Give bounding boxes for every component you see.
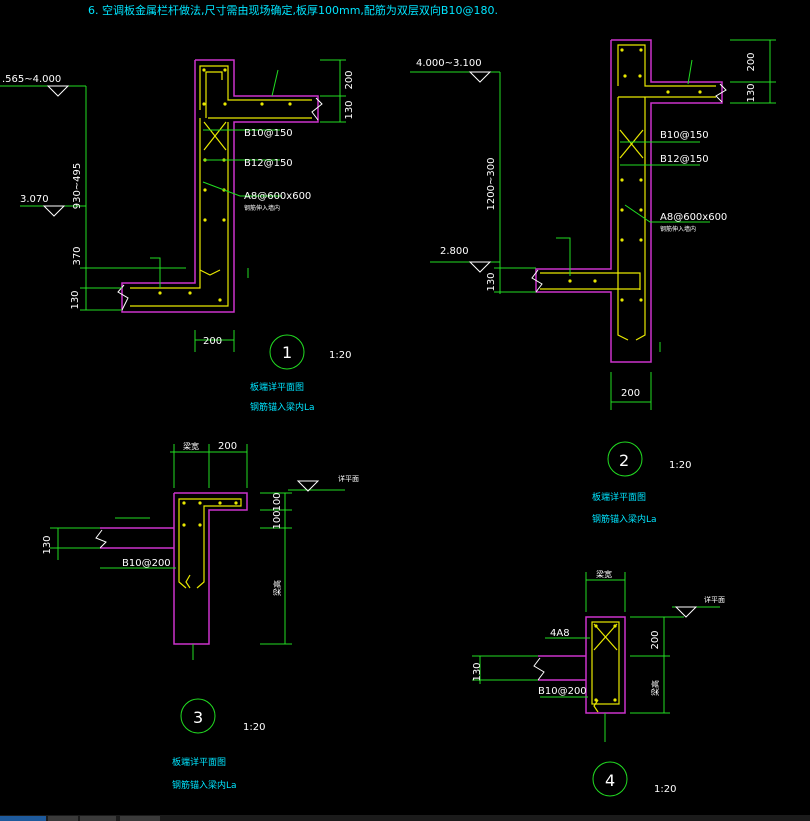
elevation-label: 4.000~3.100 bbox=[416, 58, 482, 69]
dim-lines bbox=[472, 572, 720, 742]
detail-4 bbox=[472, 572, 720, 797]
detail-title: 板端详平面图 bbox=[592, 491, 646, 503]
dim-label: 梁宽 bbox=[183, 441, 199, 451]
elevation-label: .565~4.000 bbox=[2, 74, 61, 85]
break-line bbox=[531, 269, 543, 293]
detail-number-circle bbox=[269, 334, 305, 370]
detail-number: 2 bbox=[619, 451, 629, 470]
rebar-dots bbox=[594, 624, 617, 702]
labels: .565~4.000 3.070 930~495 370 130 200 130… bbox=[2, 52, 757, 795]
dim-lines bbox=[410, 39, 776, 410]
detail-title: 板端详平面图 bbox=[250, 381, 304, 393]
detail-title: 板端详平面图 bbox=[172, 756, 226, 768]
leaders bbox=[556, 59, 710, 352]
rebar-label: B10@150 bbox=[244, 128, 293, 139]
rebar-label: A8@600x600 bbox=[660, 212, 727, 223]
dim-label: 130 bbox=[70, 290, 81, 309]
dim-lines bbox=[50, 444, 345, 660]
taskbar-tab[interactable] bbox=[48, 816, 78, 821]
elev-marker bbox=[46, 85, 70, 97]
detail-number: 1 bbox=[282, 343, 292, 362]
taskbar-tab[interactable] bbox=[0, 816, 46, 821]
dim-label: 200 bbox=[650, 630, 661, 649]
detail-number: 3 bbox=[193, 708, 203, 727]
dim-label: 200 bbox=[344, 70, 355, 89]
scale-label: 1:20 bbox=[654, 784, 676, 795]
detail-number-circle bbox=[592, 761, 628, 797]
break-line bbox=[311, 97, 323, 121]
scale-label: 1:20 bbox=[669, 460, 691, 471]
elev-marker bbox=[674, 606, 698, 618]
detail-subtitle: 钢筋锚入梁内La bbox=[592, 513, 657, 525]
section-outline bbox=[173, 492, 248, 645]
elev-marker bbox=[296, 480, 320, 492]
dim-label: 930~495 bbox=[72, 163, 83, 210]
rebar-lines bbox=[591, 621, 620, 713]
dim-label: 梁宽 bbox=[596, 569, 612, 579]
break-line bbox=[533, 657, 545, 681]
rebar-label: B10@200 bbox=[538, 686, 587, 697]
general-note: 6. 空调板金属栏杆做法,尺寸需由现场确定,板厚100mm,配筋为双层双向B10… bbox=[88, 4, 498, 17]
rebar-lines bbox=[130, 65, 312, 307]
dim-label: 370 bbox=[72, 246, 83, 265]
elevation-label: 2.800 bbox=[440, 246, 469, 257]
dim-label: 100 bbox=[272, 510, 283, 529]
detail-number-circle bbox=[180, 698, 216, 734]
detail-number: 4 bbox=[605, 771, 615, 790]
rebar-label: B12@150 bbox=[244, 158, 293, 169]
dim-label: 梁高 bbox=[272, 580, 282, 596]
rebar-label: B12@150 bbox=[660, 154, 709, 165]
detail-3 bbox=[50, 444, 345, 734]
taskbar-tab[interactable] bbox=[120, 816, 160, 821]
elev-marker bbox=[468, 261, 492, 273]
dim-label: 200 bbox=[218, 441, 237, 452]
elev-marker bbox=[468, 71, 492, 83]
taskbar-tab[interactable] bbox=[80, 816, 116, 821]
detail-2 bbox=[410, 39, 776, 477]
dim-lines bbox=[0, 59, 346, 352]
elevation-label: 3.070 bbox=[20, 194, 49, 205]
detail-subtitle: 钢筋锚入梁内La bbox=[250, 401, 315, 413]
dim-label: 130 bbox=[472, 662, 483, 681]
detail-number-circle bbox=[607, 441, 643, 477]
elev-marker bbox=[42, 205, 66, 217]
dim-label: 130 bbox=[486, 272, 497, 291]
dim-label: 梁高 bbox=[650, 680, 660, 696]
dim-label: 200 bbox=[746, 52, 757, 71]
rebar-lines bbox=[178, 498, 242, 589]
rebar-dots bbox=[568, 48, 702, 302]
break-line bbox=[117, 284, 129, 311]
dim-label: 200 bbox=[203, 336, 222, 347]
elevation-label: 详平面 bbox=[704, 595, 725, 604]
break-line bbox=[715, 83, 727, 103]
rebar-note: 钢筋伸入墙内 bbox=[660, 225, 696, 233]
rebar-dots bbox=[182, 501, 238, 527]
taskbar bbox=[0, 815, 810, 821]
scale-label: 1:20 bbox=[243, 722, 265, 733]
break-line bbox=[95, 529, 107, 549]
rebar-label: B10@200 bbox=[122, 558, 171, 569]
dim-label: 130 bbox=[42, 535, 53, 554]
rebar-label: B10@150 bbox=[660, 130, 709, 141]
dim-label: 130 bbox=[746, 83, 757, 102]
dim-label: 1200~300 bbox=[486, 158, 497, 211]
section-outline bbox=[121, 59, 319, 313]
rebar-dots bbox=[158, 68, 292, 302]
rebar-note: 钢筋伸入墙内 bbox=[244, 204, 280, 212]
dim-label: 130 bbox=[344, 100, 355, 119]
section-outline bbox=[535, 39, 723, 363]
detail-1 bbox=[0, 59, 346, 370]
rebar-lines bbox=[540, 44, 716, 341]
rebar-label: 4A8 bbox=[550, 628, 570, 639]
elevation-label: 详平面 bbox=[338, 474, 359, 483]
leaders bbox=[150, 69, 282, 288]
dim-label: 100 bbox=[272, 492, 283, 511]
dim-label: 200 bbox=[621, 388, 640, 399]
detail-subtitle: 钢筋锚入梁内La bbox=[172, 779, 237, 791]
rebar-label: A8@600x600 bbox=[244, 191, 311, 202]
scale-label: 1:20 bbox=[329, 350, 351, 361]
